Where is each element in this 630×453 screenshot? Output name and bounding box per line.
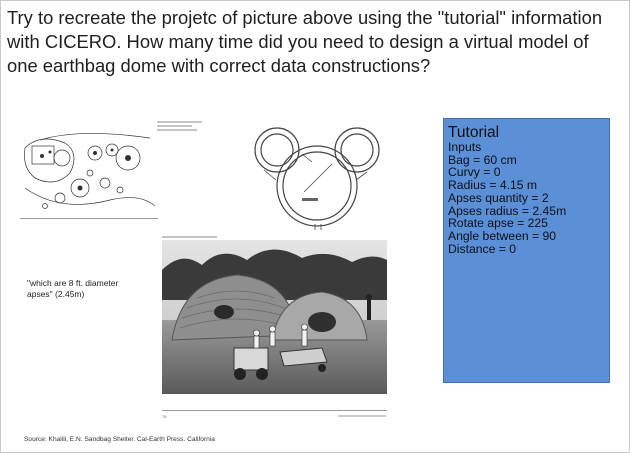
source-citation: Source: Khalili, E.N. Sandbag Shelter. C… [24, 436, 215, 443]
site-plan-sketch [24, 133, 156, 209]
tutorial-line: Distance = 0 [448, 241, 517, 256]
floor-plan-caption [157, 121, 202, 131]
page-number: 76 [162, 414, 167, 419]
apse-quote: "which are 8 ft. diameter apses" (2.45m) [27, 278, 119, 299]
page-footer-mark [338, 415, 386, 417]
slide-image: 76 "which are 8 ft. diameter apses" (2.4… [2, 98, 628, 452]
earthbag-construction-photo [162, 240, 387, 394]
tutorial-line: Curvy = 0 [448, 165, 501, 180]
tutorial-line: Bag = 60 cm [448, 152, 517, 167]
tutorial-box: Tutorial Inputs Bag = 60 cm Curvy = 0 Ra… [443, 118, 610, 383]
tutorial-line: Rotate apse = 225 [448, 216, 548, 231]
site-plan-divider [20, 218, 158, 219]
tutorial-line: Apses radius = 2.45m [448, 203, 567, 218]
tutorial-title: Tutorial [448, 124, 500, 141]
earthbag-dome-floor-plan [254, 127, 380, 230]
tutorial-line: Inputs [448, 140, 482, 154]
photo-caption [162, 236, 217, 238]
tutorial-line: Apses quantity = 2 [448, 190, 549, 205]
tutorial-line: Radius = 4.15 m [448, 178, 538, 193]
question-text: Try to recreate the projetc of picture a… [7, 7, 603, 76]
tutorial-line: Angle between = 90 [448, 228, 557, 243]
photo-bottom-divider [162, 410, 387, 411]
